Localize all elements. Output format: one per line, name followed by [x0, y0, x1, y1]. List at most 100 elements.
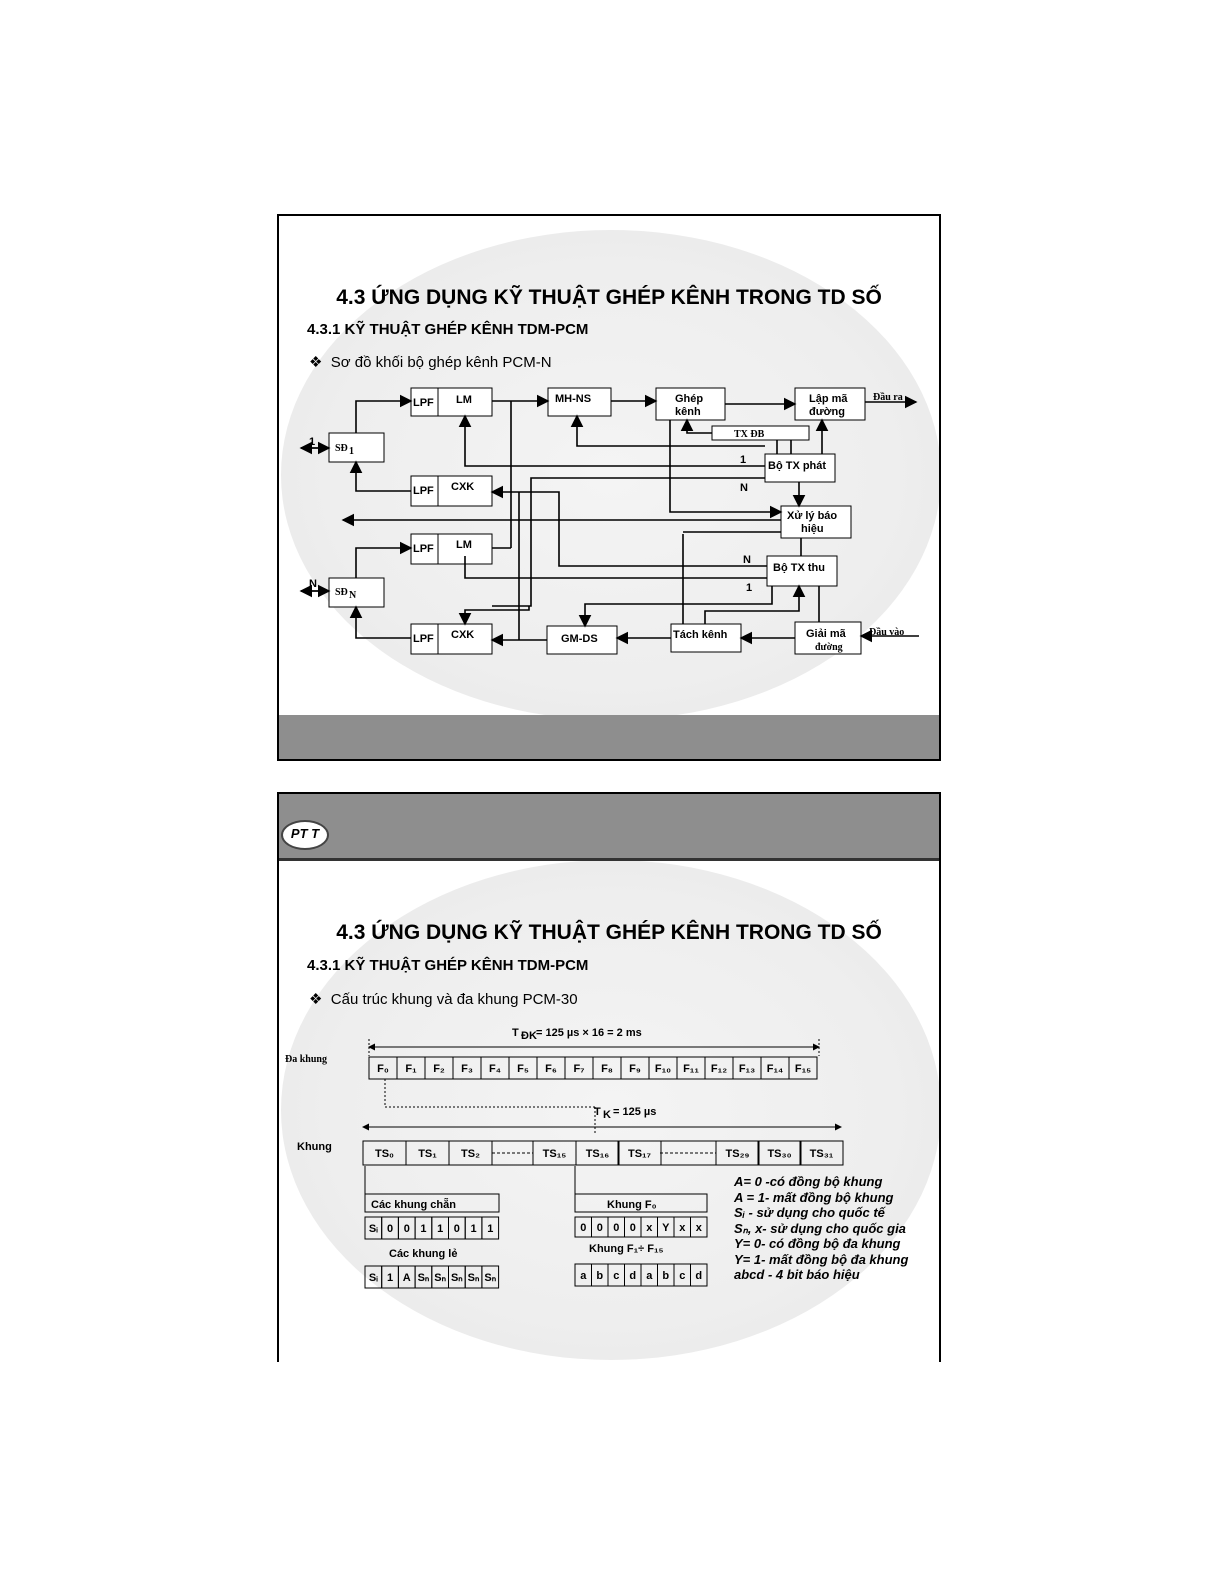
slide-title: 4.3 ỨNG DỤNG KỸ THUẬT GHÉP KÊNH TRONG TD… — [336, 286, 882, 309]
khung-f0-label: Khung F₀ — [607, 1199, 657, 1211]
bullet-icon: ❖ — [309, 991, 323, 1008]
duong-label: đường — [809, 406, 845, 418]
tk-formula: = 125 µs — [613, 1106, 656, 1118]
odd-bit-label: Sₙ — [484, 1272, 496, 1284]
tx-phat-n-label: N — [740, 482, 748, 494]
bit-legend: A= 0 -có đồng bộ khung A = 1- mất đồng b… — [734, 1174, 908, 1283]
f0-bit-cell — [690, 1216, 708, 1238]
bo-tx-thu-block — [766, 555, 838, 587]
slide-pcm30-frame-structure: PT T 4.3 ỨNG DỤNG KỸ THUẬT GHÉP KÊNH TRO… — [277, 792, 941, 1362]
dau-vao-label: Đầu vào — [869, 627, 904, 638]
lpf-block-4 — [410, 623, 439, 655]
lpf-label: LPF — [413, 485, 434, 497]
kenh-label: kênh — [675, 406, 701, 418]
multiframe-f-label: F₁₅ — [795, 1063, 811, 1075]
xu-ly-label: Xử lý báo — [787, 510, 837, 522]
odd-frames-label: Các khung lẻ — [389, 1248, 457, 1260]
even-frames-header — [364, 1193, 500, 1213]
f1-bit-label: a — [646, 1270, 653, 1282]
tx-thu-n-label: N — [743, 554, 751, 566]
gm-ds-block — [546, 625, 618, 655]
odd-bit-label: 1 — [387, 1272, 393, 1284]
cxk-label: CXK — [451, 481, 474, 493]
bo-tx-phat-block — [764, 453, 836, 483]
slide-header-bar: PT T — [279, 794, 939, 861]
multiframe-f-label: F₅ — [517, 1063, 529, 1075]
legend-line: Sᵢ - sử dụng cho quốc tế — [734, 1205, 885, 1220]
khung-label: Khung — [297, 1141, 332, 1153]
f1-bit-label: d — [629, 1270, 636, 1282]
timeslot-label: TS₂₉ — [726, 1148, 750, 1160]
slide-footer-bar — [279, 715, 939, 759]
mh-ns-label: MH-NS — [555, 393, 591, 405]
tx-thu-1-label: 1 — [746, 582, 752, 594]
odd-bit-label: Sₙ — [451, 1272, 463, 1284]
timeslot-label: TS₁₅ — [543, 1148, 567, 1160]
odd-bit-label: Sₙ — [468, 1272, 480, 1284]
dau-ra-label: Đầu ra — [873, 392, 903, 403]
lpf-label: LPF — [413, 397, 434, 409]
f0-bit-label: Y — [662, 1222, 670, 1234]
lap-ma-label: Lập mã — [809, 393, 848, 405]
f1-bit-label: c — [613, 1270, 619, 1282]
even-bit-label: 1 — [487, 1223, 493, 1235]
pcm-n-block-diagram: SĐ 1 SĐ N LPF LM LPF CXK LPF LM LPF CXK … — [299, 387, 919, 655]
tx-db-label: TX ĐB — [734, 429, 765, 440]
multiframe-f-label: F₇ — [573, 1063, 584, 1075]
timeslot-label: TS₀ — [375, 1148, 394, 1160]
giai-ma-duong-block — [794, 621, 862, 655]
slide-pcm-n-block-diagram: 4.3 ỨNG DỤNG KỸ THUẬT GHÉP KÊNH TRONG TD… — [277, 214, 941, 761]
sd1-sub: 1 — [349, 446, 354, 457]
lm-label: LM — [456, 539, 472, 551]
sdn-label: SĐ — [335, 587, 348, 598]
f0-bit-label: x — [679, 1222, 686, 1234]
cxk-label: CXK — [451, 629, 474, 641]
da-khung-label: Đa khung — [285, 1054, 327, 1065]
timeslot-label: TS₁₇ — [628, 1148, 651, 1160]
timeslot-cell — [799, 1140, 844, 1166]
bullet-text: ❖ Cấu trúc khung và đa khung PCM-30 — [309, 990, 578, 1008]
f0-bit-label: 0 — [613, 1222, 619, 1234]
duong-label: đường — [815, 642, 843, 653]
bo-tx-phat-label: Bộ TX phát — [768, 460, 826, 472]
tx-phat-1-label: 1 — [740, 454, 746, 466]
multiframe-f-label: F₀ — [377, 1063, 389, 1075]
tk-symbol: T — [594, 1106, 601, 1118]
legend-line: Y= 1- mất đồng bộ đa khung — [734, 1251, 909, 1267]
multiframe-f-label: F₄ — [489, 1063, 501, 1075]
bo-tx-thu-label: Bộ TX thu — [773, 562, 825, 574]
bullet-text: ❖ Sơ đồ khối bộ ghép kênh PCM-N — [309, 353, 552, 371]
ptit-logo: PT T — [281, 820, 329, 850]
slide-subtitle: 4.3.1 KỸ THUẬT GHÉP KÊNH TDM-PCM — [307, 321, 589, 338]
slide-title: 4.3 ỨNG DỤNG KỸ THUẬT GHÉP KÊNH TRONG TD… — [336, 921, 882, 944]
ghep-kenh-block — [655, 387, 726, 421]
even-bit-cell — [481, 1216, 500, 1240]
odd-bit-label: Sₙ — [418, 1272, 430, 1284]
f0-bit-label: x — [696, 1222, 703, 1234]
lm-block-1 — [437, 387, 493, 417]
multiframe-f-label: F₁₄ — [767, 1063, 784, 1075]
legend-line: Y= 0- có đồng bộ đa khung — [734, 1236, 901, 1251]
even-bit-label: Sᵢ — [369, 1223, 378, 1235]
legend-line: A = 1- mất đồng bộ khung — [734, 1189, 894, 1205]
f0-bit-label: x — [646, 1222, 653, 1234]
timeslot-label: TS₁₆ — [586, 1148, 610, 1160]
even-bit-label: 0 — [454, 1223, 460, 1235]
hieu-label: hiệu — [801, 523, 824, 535]
multiframe-f-label: F₂ — [433, 1063, 445, 1075]
timeslot-label: TS₁ — [418, 1148, 437, 1160]
multiframe-f-cell — [788, 1056, 818, 1080]
odd-bit-label: Sₙ — [434, 1272, 446, 1284]
legend-line: A= 0 -có đồng bộ khung — [734, 1174, 883, 1189]
f0-bit-label: 0 — [580, 1222, 586, 1234]
even-frames-label: Các khung chẵn — [371, 1198, 456, 1211]
input-n-label: N — [309, 578, 317, 590]
slide-background — [281, 860, 939, 1360]
lpf-label: LPF — [413, 543, 434, 555]
bullet-label: Cấu trúc khung và đa khung PCM-30 — [330, 991, 578, 1008]
tdk-formula: = 125 µs × 16 = 2 ms — [536, 1027, 642, 1039]
